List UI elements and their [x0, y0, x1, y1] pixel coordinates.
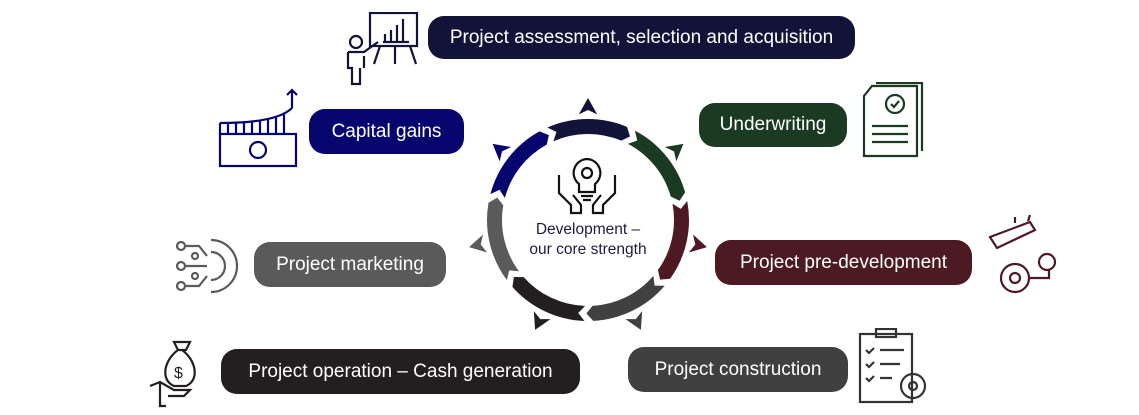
lightbulb-gear-hands-icon: [557, 157, 617, 215]
gear-network-icon: [175, 238, 239, 294]
ring-segment: [490, 131, 549, 198]
money-growth-icon: [218, 88, 298, 168]
ring-segment: [586, 275, 665, 321]
arrow-head-icon: [469, 234, 488, 253]
ring-segment: [547, 118, 631, 142]
arrow-head-icon: [664, 143, 684, 162]
arrow-head-icon: [533, 311, 551, 330]
step-assessment-pill: Project assessment, selection and acquis…: [428, 16, 855, 59]
step-marketing-pill: Project marketing: [254, 242, 446, 287]
svg-text:$: $: [174, 365, 183, 382]
step-operation-pill: Project operation – Cash generation: [221, 349, 580, 394]
center-label: Development – our core strength: [508, 220, 668, 260]
certificate-document-icon: [862, 82, 924, 158]
arrow-head-icon: [625, 311, 643, 330]
design-gears-icon: [988, 214, 1057, 294]
money-bag-hand-icon: $: [149, 340, 196, 408]
step-capital-gains-pill: Capital gains: [309, 109, 464, 154]
center-line-2: our core strength: [529, 241, 647, 258]
center-line-1: Development –: [535, 221, 641, 238]
step-construction-pill: Project construction: [628, 347, 848, 392]
ring-segment: [512, 277, 585, 321]
ring-segment: [627, 130, 686, 201]
ring-segment: [657, 200, 689, 280]
arrow-head-icon: [688, 234, 707, 253]
checklist-gear-icon: [858, 328, 927, 404]
arrow-head-icon: [492, 143, 512, 162]
ring-segment: [487, 197, 519, 281]
step-pre-development-pill: Project pre-development: [715, 240, 972, 285]
arrow-head-icon: [578, 98, 598, 115]
presentation-chart-icon: [346, 12, 419, 86]
step-underwriting-pill: Underwriting: [699, 103, 847, 147]
